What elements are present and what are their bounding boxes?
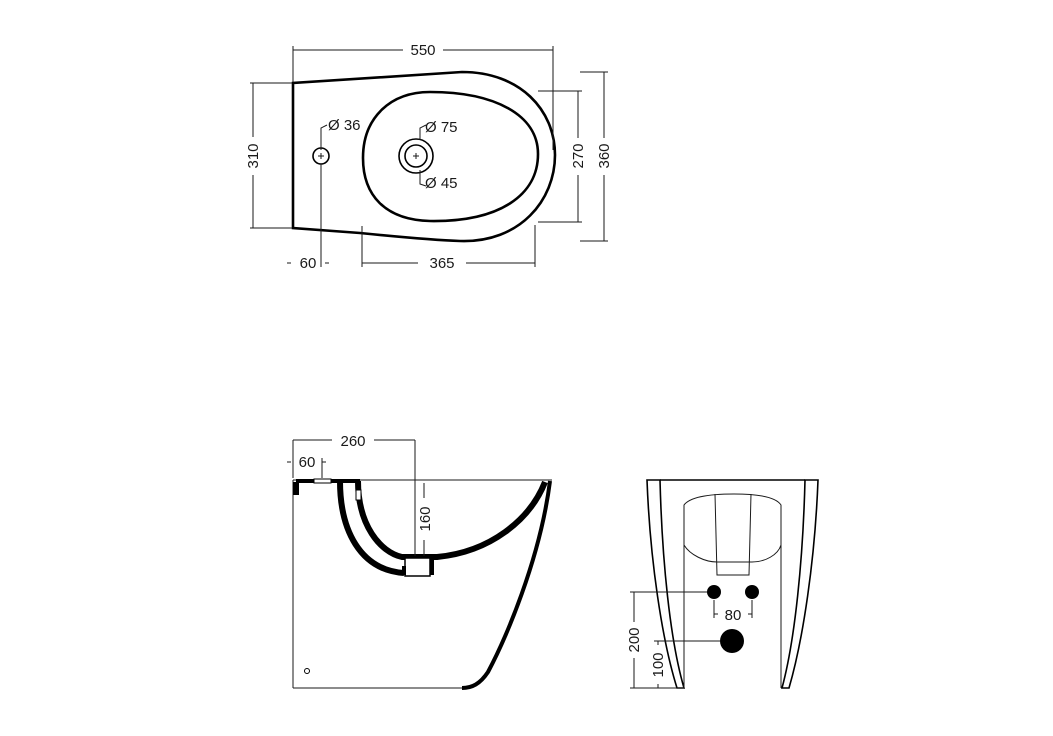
- top-view-outline: [291, 70, 557, 243]
- side-front-curve: [461, 480, 552, 690]
- dim-rear-width: 310: [245, 143, 262, 168]
- callout-waste-outer: Ø 75: [425, 119, 458, 136]
- rear-outline-right: [780, 479, 819, 689]
- rear-view: 80 200 100: [626, 479, 819, 689]
- waste-hole: [720, 629, 744, 653]
- side-view: 260 60 160: [287, 433, 552, 690]
- dim-fixing-spacing: 80: [725, 607, 742, 624]
- callout-tap-diameter: Ø 36: [328, 117, 361, 134]
- bowl-outline: [361, 90, 540, 223]
- fixing-hole: [304, 668, 310, 674]
- rear-cistern: [683, 493, 782, 563]
- bowl-inner-wall: [355, 480, 548, 560]
- dim-overall-length: 550: [410, 42, 435, 59]
- dim-waste-height: 100: [650, 652, 667, 677]
- waste-fitting: [404, 557, 431, 577]
- waste-inner: [404, 144, 428, 168]
- dim-fixing-height: 200: [626, 627, 643, 652]
- dim-bowl-depth: 160: [417, 506, 434, 531]
- dim-tap-offset: 60: [300, 255, 317, 272]
- callout-waste-inner: Ø 45: [425, 175, 458, 192]
- dim-bowl-length: 365: [429, 255, 454, 272]
- bowl-outer-wall: [337, 480, 405, 576]
- dim-waste-distance: 260: [340, 433, 365, 450]
- dim-front-width: 360: [596, 143, 613, 168]
- waste-outer: [398, 138, 434, 174]
- fixing-hole-right: [745, 585, 759, 599]
- top-view: 550 310 270 360 365 60 Ø 36 Ø 7: [245, 42, 613, 272]
- dim-bowl-width: 270: [570, 143, 587, 168]
- fixing-hole-left: [707, 585, 721, 599]
- dim-side-tap-offset: 60: [299, 454, 316, 471]
